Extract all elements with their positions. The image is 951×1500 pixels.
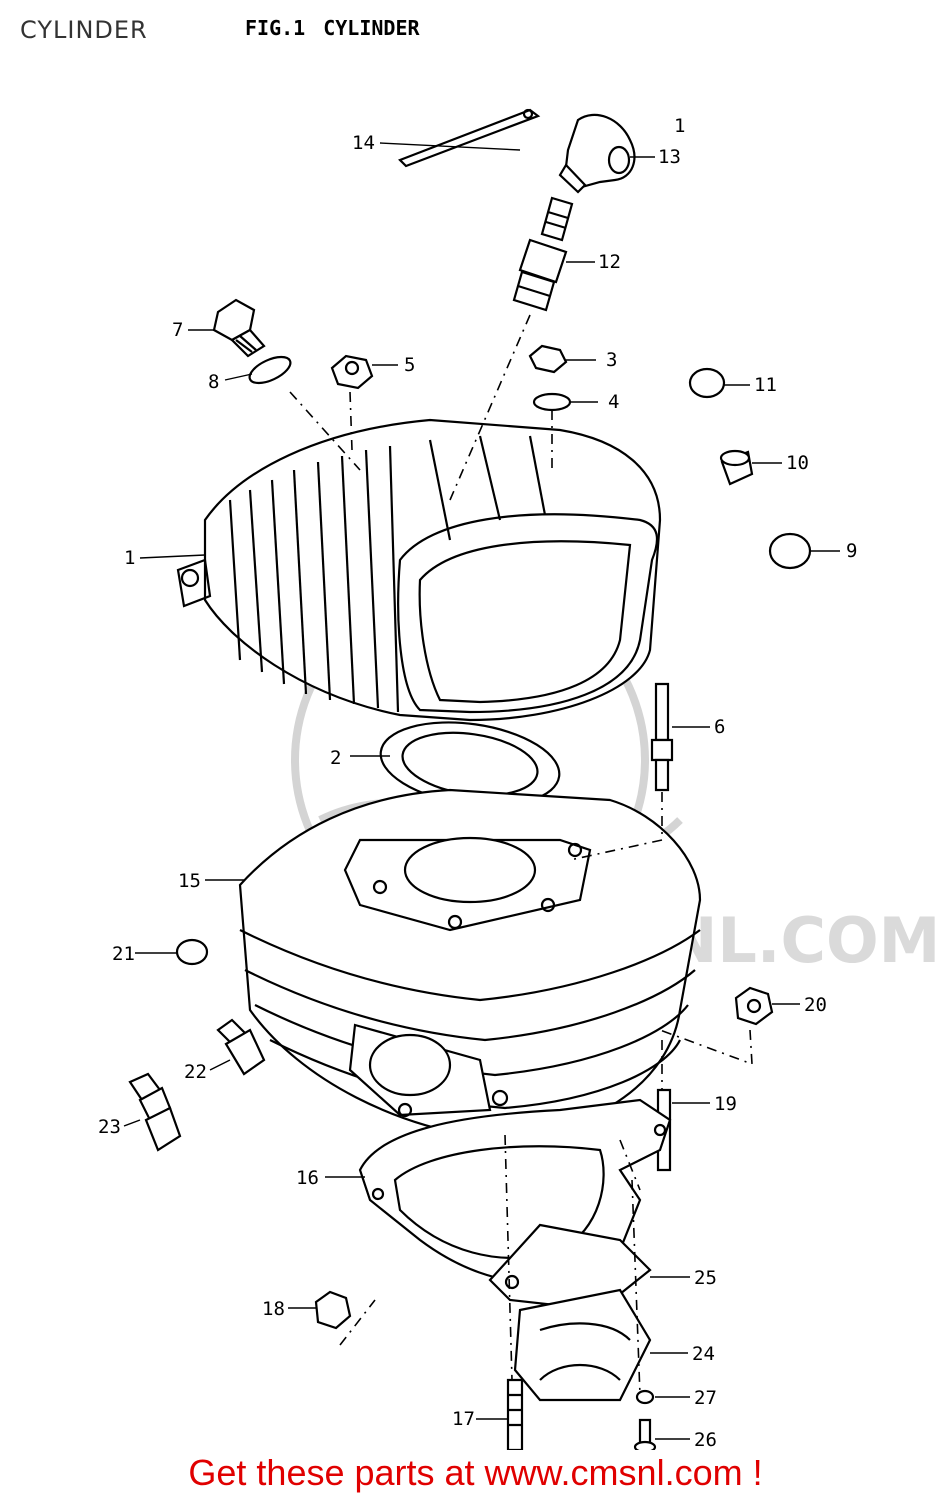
callout-8: 8 (208, 371, 219, 393)
part-13-plug-cap (558, 113, 636, 194)
part-23-nipple (128, 1072, 182, 1152)
part-25-reed-plate (488, 1223, 652, 1312)
figure-name: CYLINDER (323, 16, 420, 40)
callout-labels: 1 1 2 3 4 5 6 7 8 9 10 11 12 13 14 15 16… (98, 115, 857, 1450)
leader-lines (123, 142, 840, 1440)
callout-2: 2 (330, 747, 341, 769)
callout-4: 4 (608, 391, 619, 413)
callout-23: 23 (98, 1116, 121, 1138)
callout-11: 11 (754, 374, 777, 396)
callout-20: 20 (804, 994, 827, 1016)
part-4-washer (532, 392, 572, 412)
callout-26: 26 (694, 1429, 717, 1450)
part-9-cap (768, 532, 812, 570)
callout-17: 17 (452, 1408, 475, 1430)
footer-shop-link[interactable]: Get these parts at www.cmsnl.com ! (188, 1452, 763, 1493)
callout-6: 6 (714, 716, 725, 738)
callout-21: 21 (112, 943, 135, 965)
part-6-stud (650, 682, 674, 792)
part-5-nut (330, 354, 374, 390)
callout-10: 10 (786, 452, 809, 474)
part-24-inlet-block (513, 1288, 652, 1402)
callout-5: 5 (404, 354, 415, 376)
part-10-cap (719, 449, 754, 486)
part-26-screw (633, 1418, 657, 1450)
part-22-nipple (216, 1018, 266, 1076)
part-14-clamp (398, 108, 541, 168)
part-27-washer (635, 1389, 655, 1405)
part-1-cylinder-head (176, 418, 662, 722)
callout-14: 14 (352, 132, 375, 154)
callout-12: 12 (598, 251, 621, 273)
callout-9: 9 (846, 540, 857, 562)
callout-25: 25 (694, 1267, 717, 1289)
callout-15: 15 (178, 870, 201, 892)
part-11-cap (688, 367, 726, 399)
callout-18: 18 (262, 1298, 285, 1320)
callout-27: 27 (694, 1387, 717, 1409)
part-2-head-gasket (379, 721, 561, 807)
part-15-cylinder (238, 788, 702, 1142)
callout-7: 7 (172, 319, 183, 341)
figure-number: FIG.1 (245, 16, 306, 40)
callout-22: 22 (184, 1061, 207, 1083)
part-3-nut (528, 344, 568, 374)
page-title: CYLINDER (20, 16, 148, 44)
callout-3: 3 (606, 349, 617, 371)
exploded-parts-diagram: WWW.CMSNL.COM (98, 108, 940, 1450)
part-8-washer (248, 355, 292, 385)
callout-19: 19 (714, 1093, 737, 1115)
part-7-bolt (212, 298, 266, 358)
part-18-nut (314, 1290, 352, 1330)
callout-1: 1 (124, 547, 135, 569)
assembly-lines (289, 314, 753, 1396)
callout-16: 16 (296, 1167, 319, 1189)
part-17-stud (506, 1378, 524, 1450)
callout-24: 24 (692, 1343, 715, 1365)
figure-title: FIG.1 CYLINDER (245, 16, 438, 40)
callout-13: 13 (658, 146, 681, 168)
part-20-nut (734, 986, 774, 1026)
part-12-spark-plug (512, 196, 574, 312)
part-21-plug (175, 938, 209, 966)
callout-1-top: 1 (674, 115, 685, 137)
